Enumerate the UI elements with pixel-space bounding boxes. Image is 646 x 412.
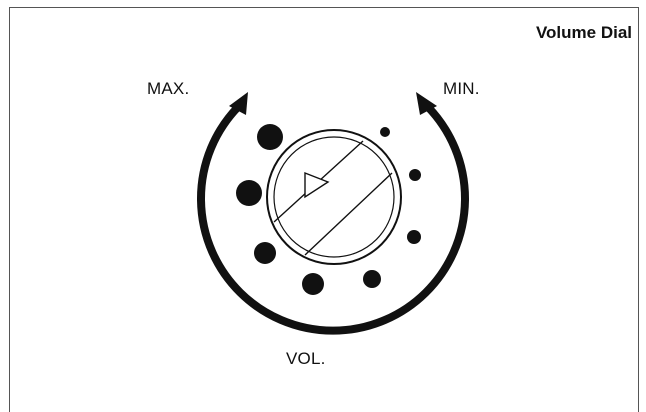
direction-arc (197, 104, 469, 335)
max-arrowhead-icon (229, 92, 248, 115)
level-dot (407, 230, 421, 244)
triangle-pointer-icon (304, 171, 330, 199)
level-dot (409, 169, 421, 181)
level-dot (363, 270, 381, 288)
min-label: MIN. (443, 79, 480, 98)
level-dot (236, 180, 262, 206)
vol-label: VOL. (286, 349, 326, 368)
diagram-title: Volume Dial (535, 23, 632, 42)
level-dot (254, 242, 276, 264)
level-dot (302, 273, 324, 295)
volume-knob[interactable] (266, 129, 402, 265)
min-arrowhead-icon (416, 92, 437, 115)
max-label: MAX. (147, 79, 190, 98)
level-dot (257, 124, 283, 150)
level-dot (380, 127, 390, 137)
